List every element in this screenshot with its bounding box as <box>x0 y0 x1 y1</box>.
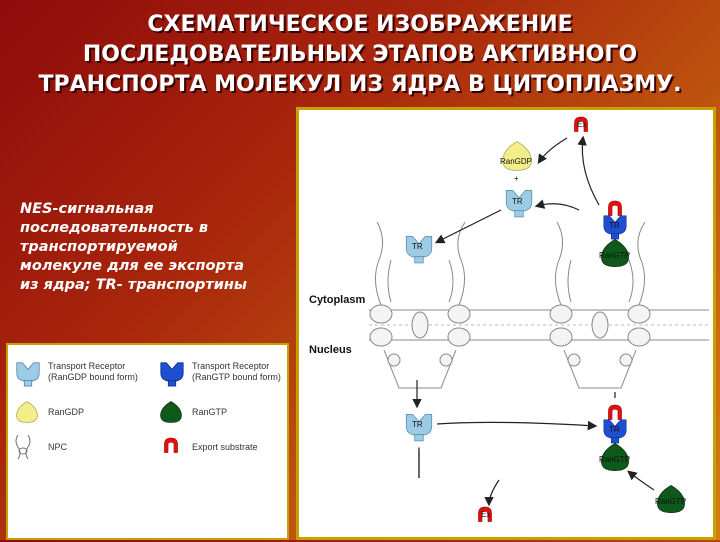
legend-graphic: Transport Receptor (RanGDP bound form) T… <box>15 361 281 460</box>
tr-label-gtp-cyto: TR <box>609 221 620 230</box>
tr-gdp-nucleus: TR <box>405 413 433 442</box>
legend-tr-gdp: Transport Receptor (RanGDP bound form) <box>16 361 138 387</box>
free-rangtp-bottom: RanGTP <box>655 484 686 514</box>
title-line-3: ТРАНСПОРТА МОЛЕКУЛ ИЗ ЯДРА В ЦИТОПЛАЗМУ. <box>38 72 682 97</box>
cytoplasm-label: Cytoplasm <box>309 294 365 306</box>
free-export-substrate-bottom: Ex <box>477 506 493 522</box>
legend-rangtp-label: RanGTP <box>192 407 227 417</box>
title-line-1: СХЕМАТИЧЕСКОЕ ИЗОБРАЖЕНИЕ <box>147 12 573 37</box>
legend-rangtp: RanGTP <box>160 401 227 423</box>
legend-npc: NPC <box>15 434 68 460</box>
description-line-4: молекуле для ее экспорта <box>20 258 245 274</box>
legend-tr-gtp-label-2: (RanGTP bound form) <box>192 372 281 382</box>
legend-tr-gdp-label-1: Transport Receptor <box>48 361 125 371</box>
description-text: NES-сигнальная последовательность в тран… <box>20 200 290 295</box>
ex-label-top: Ex <box>577 120 586 129</box>
legend-box: Transport Receptor (RanGDP bound form) T… <box>6 343 289 540</box>
legend-tr-gtp: Transport Receptor (RanGTP bound form) <box>160 361 281 387</box>
nucleus-label: Nucleus <box>309 344 352 356</box>
transport-diagram: Cytoplasm Nucleus Ex RanGDP + TR TR TR R… <box>309 116 709 522</box>
npc-left <box>369 221 471 389</box>
description-line-1: NES-сигнальная <box>20 201 154 217</box>
rangdp-label-top: RanGDP <box>500 157 532 166</box>
export-complex-cytoplasm: TR RanGTP <box>599 200 630 268</box>
credit-text: на основании обзора Е.В. Кисилевой <box>12 522 202 534</box>
legend-tr-gdp-label-2: (RanGDP bound form) <box>48 372 138 382</box>
tr-label-cyto: TR <box>412 242 423 251</box>
pathway-arrows <box>412 135 655 507</box>
slide-title: СХЕМАТИЧЕСКОЕ ИЗОБРАЖЕНИЕ ПОСЛЕДОВАТЕЛЬН… <box>0 10 720 100</box>
tr-label-top: TR <box>512 197 523 206</box>
rangtp-label-bottom: RanGTP <box>655 497 686 506</box>
plus-label: + <box>514 174 519 183</box>
legend-export-label: Export substrate <box>192 442 258 452</box>
tr-label-nuc: TR <box>412 420 423 429</box>
legend-rangdp: RanGDP <box>16 401 84 423</box>
description-line-2: последовательность в <box>20 220 209 236</box>
description-line-5: из ядра; TR- транспортины <box>20 277 248 293</box>
tr-label-gtp-nuc: TR <box>609 425 620 434</box>
legend-tr-gtp-label-1: Transport Receptor <box>192 361 269 371</box>
legend-rangdp-label: RanGDP <box>48 407 84 417</box>
tr-gdp-cytoplasm: TR <box>405 235 433 264</box>
free-export-substrate-top: Ex <box>574 116 588 133</box>
export-complex-nucleus: TR RanGTP <box>599 404 630 472</box>
legend-export: Export substrate <box>164 437 258 453</box>
rangtp-label-cyto: RanGTP <box>599 251 630 260</box>
npc-right <box>549 221 651 389</box>
description-line-3: транспортируемой <box>20 239 178 255</box>
legend-npc-label: NPC <box>48 442 68 452</box>
rangtp-label-nuc: RanGTP <box>599 455 630 464</box>
diagram-panel: Cytoplasm Nucleus Ex RanGDP + TR TR TR R… <box>296 107 716 540</box>
rangdp-tr-complex: RanGDP + TR <box>500 141 533 218</box>
ex-label-bottom: Ex <box>481 510 490 519</box>
title-line-2: ПОСЛЕДОВАТЕЛЬНЫХ ЭТАПОВ АКТИВНОГО <box>82 42 638 67</box>
